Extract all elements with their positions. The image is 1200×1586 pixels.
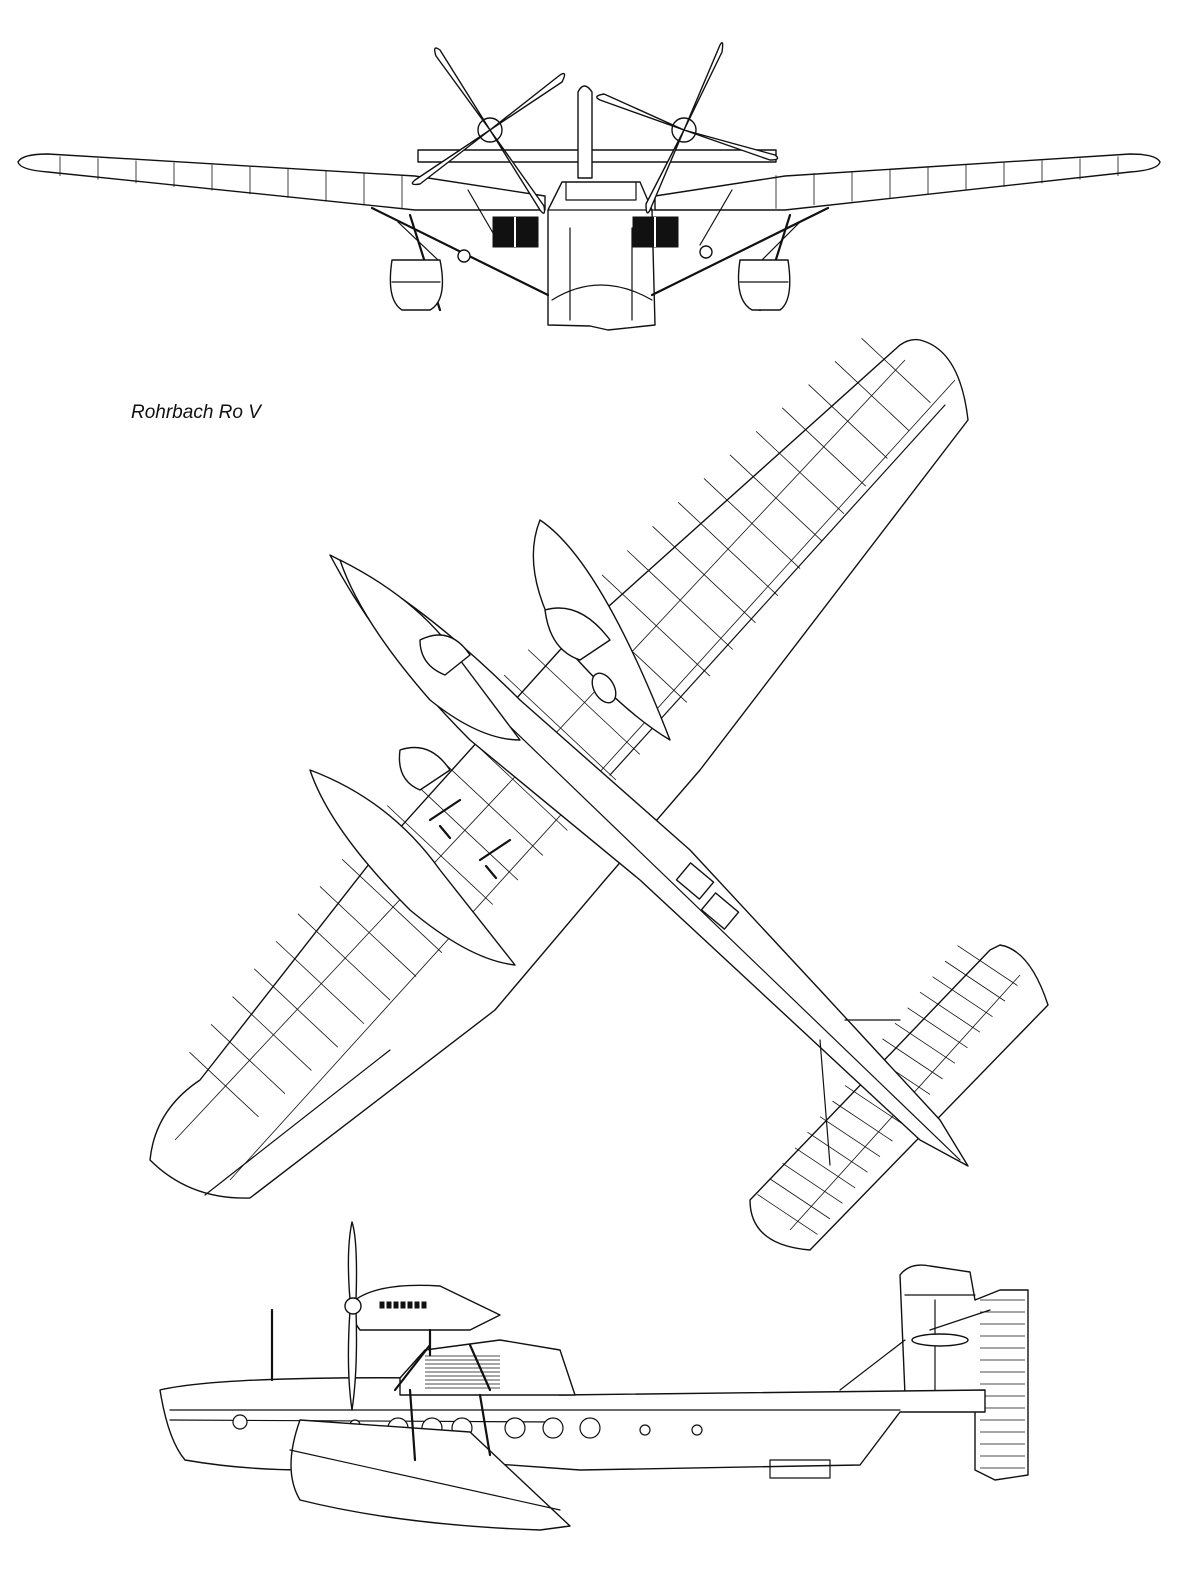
- plan-view: [149, 337, 1049, 1251]
- drawing-line: [844, 1085, 906, 1126]
- porthole: [504, 1417, 526, 1439]
- drawing-line: [210, 1024, 286, 1094]
- porthole: [579, 1417, 601, 1439]
- drawing-line: [832, 1100, 893, 1142]
- cowling-vent: [386, 1301, 392, 1309]
- drawing-line: [409, 778, 519, 881]
- drawing-line: [253, 968, 339, 1048]
- drawing-line: [757, 1194, 818, 1235]
- drawing-line: [503, 674, 617, 781]
- drawing-line: [769, 1178, 831, 1220]
- drawing-line: [319, 886, 417, 977]
- drawing-line: [861, 337, 931, 404]
- drawing-line: [907, 1007, 968, 1049]
- drawing-line: [297, 913, 391, 1001]
- cowling-vent: [421, 1301, 427, 1309]
- porthole: [232, 1414, 248, 1430]
- drawing-line: [386, 805, 494, 905]
- drawing-line: [932, 976, 993, 1017]
- cowling-vent: [407, 1301, 413, 1309]
- drawing-line: [275, 940, 365, 1025]
- drawing-line: [232, 996, 312, 1071]
- drawing-line: [432, 752, 544, 856]
- drawing-line: [782, 1163, 843, 1204]
- drawing-line: [944, 960, 1006, 1002]
- drawing-line: [808, 384, 888, 459]
- drawing-caption: Rohrbach Ro V: [131, 402, 261, 423]
- cowling-vent: [379, 1301, 385, 1309]
- cowling-vent: [393, 1301, 399, 1309]
- cowling-vent: [400, 1301, 406, 1309]
- cowling-vent: [414, 1301, 420, 1309]
- drawing-line: [189, 1051, 259, 1118]
- porthole: [542, 1417, 564, 1439]
- drawing-line: [834, 361, 910, 431]
- drawing-line: [341, 858, 443, 954]
- drawing-line: [957, 945, 1018, 986]
- porthole: [691, 1424, 703, 1436]
- drawing-line: [894, 1023, 956, 1064]
- porthole: [639, 1424, 651, 1436]
- drawing-line: [819, 1116, 881, 1157]
- drawing-line: [807, 1131, 868, 1173]
- side-view: [159, 1221, 1029, 1531]
- drawing-line: [794, 1147, 856, 1189]
- drawing-line: [527, 649, 641, 755]
- drawing-line: [919, 991, 981, 1033]
- front-view: [17, 42, 1161, 331]
